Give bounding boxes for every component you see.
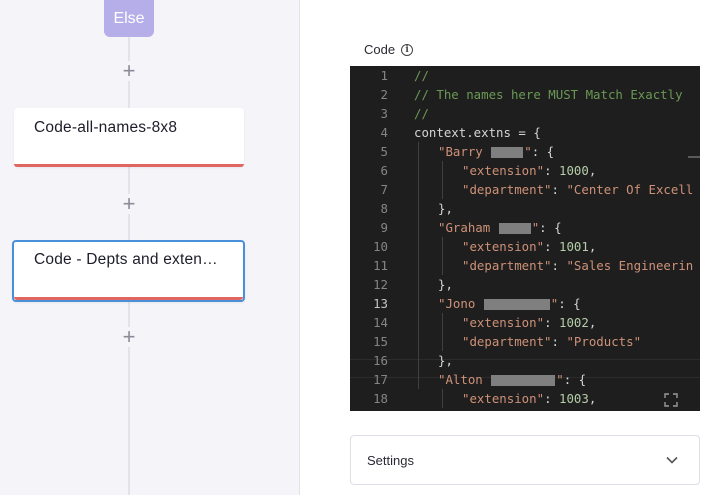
code-token-string: "extension" [462,315,545,330]
line-number: 9 [380,220,388,235]
flow-node-code-all-names[interactable]: Code-all-names-8x8 [14,108,244,167]
code-token-string: "extension" [462,391,545,406]
code-token-string: " [524,144,532,159]
code-token-number: 1001 [558,239,589,254]
code-token-string: "department" [462,258,552,273]
code-line: "department": "Sales Engineerin [462,258,694,273]
line-number: 3 [380,106,388,121]
add-step-button[interactable]: + [119,193,139,215]
node-title: Code - Depts and extensions [34,251,225,268]
code-token-string: " [556,372,564,387]
code-label-text: Code [364,42,396,57]
add-step-button[interactable]: + [119,326,139,348]
code-editor[interactable]: 1 2 3 4 5 6 7 8 9 10 11 12 13 14 15 16 1… [350,66,700,411]
line-number: 16 [373,353,388,368]
indent-guide [418,142,419,389]
code-token-string: " [550,296,559,311]
flow-canvas[interactable]: Else + Code-all-names-8x8 + Code - Depts… [0,0,300,495]
code-token-string: "extension" [462,239,545,254]
code-token-string: "department" [462,182,552,197]
step-config-panel: Code i 1 2 3 4 5 6 7 8 9 10 11 12 13 14 … [300,0,712,495]
code-line: context.extns = { [414,125,541,140]
code-token-string: "Products" [566,334,642,349]
code-line-active: "Jono ": { [438,294,581,313]
redaction-block [483,299,550,310]
line-number-active: 13 [373,296,388,311]
code-token-string: "Jono [438,296,483,311]
line-number: 6 [380,163,388,178]
code-token-number: 1002 [558,315,589,330]
node-error-bar [14,297,243,300]
code-line: "Graham ": { [438,218,562,237]
code-token-string: "Sales Engineerin [566,258,694,273]
code-token: : { [558,296,581,311]
redaction-block [491,375,556,386]
node-title: Code-all-names-8x8 [34,119,178,136]
line-number-gutter: 1 2 3 4 5 6 7 8 9 10 11 12 13 14 15 16 1… [350,66,398,411]
code-line: "Alton ": { [438,370,586,389]
settings-label: Settings [367,453,414,468]
code-token-string: "Barry [438,144,491,159]
line-number: 14 [373,315,388,330]
line-number: 17 [373,372,388,387]
code-token-string: "Center Of Excell [566,182,694,197]
line-number: 11 [373,258,388,273]
code-token: : { [539,220,562,235]
code-line: "Barry ": { [438,142,554,161]
line-number: 4 [380,125,388,140]
code-line: }, [438,277,453,292]
code-token-number: 1000 [558,163,589,178]
indent-guide [442,161,443,199]
code-token: : { [531,144,555,159]
code-line: "extension": 1002, [462,315,597,330]
line-number: 12 [373,277,388,292]
fullscreen-expand-icon[interactable] [664,393,678,407]
scrollbar-marker[interactable] [688,156,700,158]
line-number: 1 [380,68,388,83]
line-number: 18 [373,391,388,406]
code-line: // [414,106,429,121]
code-token-string: "Graham [438,220,498,235]
code-lines[interactable]: // // The names here MUST Match Exactly … [414,66,700,411]
line-number: 15 [373,334,388,349]
code-token-number: 1003 [558,391,589,406]
code-line: "department": "Center Of Excell [462,182,694,197]
flow-node-code-depts-extensions[interactable]: Code - Depts and extensions [12,240,245,302]
code-token-string: " [531,220,540,235]
line-number: 8 [380,201,388,216]
line-number: 2 [380,87,388,102]
else-branch-chip[interactable]: Else [104,0,154,37]
code-line: // [414,68,429,83]
code-line: "extension": 1001, [462,239,597,254]
code-line: "extension": 1003, [462,391,597,406]
code-line: "department": "Products" [462,334,642,349]
line-number: 7 [380,182,388,197]
line-number: 5 [380,144,388,159]
redaction-block [498,223,531,234]
node-error-bar [14,164,244,167]
code-line: // The names here MUST Match Exactly [414,87,683,102]
indent-guide [442,313,443,351]
settings-accordion[interactable]: Settings [350,435,700,485]
code-field-label: Code i [364,42,414,57]
code-line: "extension": 1000, [462,163,597,178]
indent-guide [442,389,443,408]
redaction-block [491,147,524,158]
info-icon[interactable]: i [401,43,414,56]
indent-guide [442,237,443,275]
code-line: }, [438,201,453,216]
code-line: }, [438,353,453,368]
code-token: : { [563,372,587,387]
line-number: 10 [373,239,388,254]
code-token-string: "department" [462,334,552,349]
code-token-string: "extension" [462,163,545,178]
add-step-button[interactable]: + [119,60,139,82]
chevron-down-icon [666,456,678,464]
code-token-string: "Alton [438,372,491,387]
